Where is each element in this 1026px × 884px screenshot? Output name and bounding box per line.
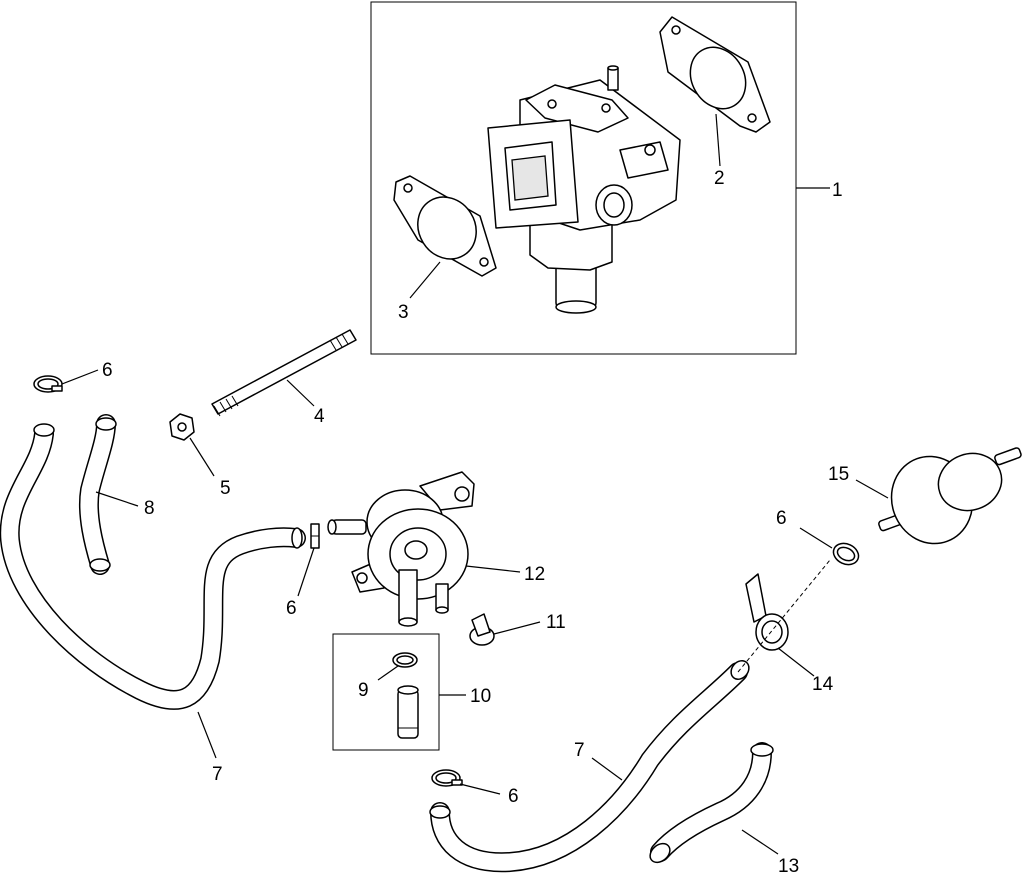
callout-6-top: 6 [102, 360, 113, 381]
callout-13: 13 [778, 856, 799, 877]
callout-12: 12 [524, 564, 545, 585]
fuel-filter-part-15 [878, 447, 1022, 545]
carburetor-part [487, 65, 681, 314]
callout-8: 8 [144, 498, 155, 519]
clamp-part-6c [431, 769, 463, 787]
callout-6-right: 6 [776, 508, 787, 529]
callout-4: 4 [314, 406, 325, 427]
callout-6-pump: 6 [286, 598, 297, 619]
gasket-part-2 [659, 16, 771, 133]
clamp-part-6d [832, 542, 860, 566]
hose-part-7b [429, 660, 750, 873]
callout-7-left: 7 [212, 764, 223, 785]
callout-11: 11 [546, 612, 566, 633]
clamp-part-6b [310, 523, 320, 549]
nut-part-5 [169, 413, 195, 441]
callout-5: 5 [220, 478, 231, 499]
callout-6-bottom: 6 [508, 786, 519, 807]
clamp-part-6a [33, 375, 63, 393]
callout-15: 15 [828, 464, 849, 485]
fuel-pump-part-12 [327, 471, 475, 627]
callout-14: 14 [812, 674, 834, 695]
screw-part-11 [469, 613, 495, 646]
hose-part-13 [649, 742, 774, 864]
fitting-part-10 [397, 685, 419, 739]
kit-box-10 [332, 633, 440, 751]
callout-10: 10 [470, 686, 491, 707]
callout-9: 9 [358, 680, 369, 701]
callout-7-bottom: 7 [574, 740, 585, 761]
hose-part-8 [78, 414, 117, 575]
clamp-part-9 [392, 652, 418, 668]
carburetor-kit-box [370, 1, 797, 355]
bracket-part-14 [745, 573, 789, 651]
gasket-part-3 [393, 175, 497, 277]
callout-1: 1 [832, 180, 843, 201]
callout-3: 3 [398, 302, 409, 323]
stud-part-4 [211, 329, 357, 417]
hose-part-7a [0, 423, 306, 710]
callout-2: 2 [714, 168, 725, 189]
